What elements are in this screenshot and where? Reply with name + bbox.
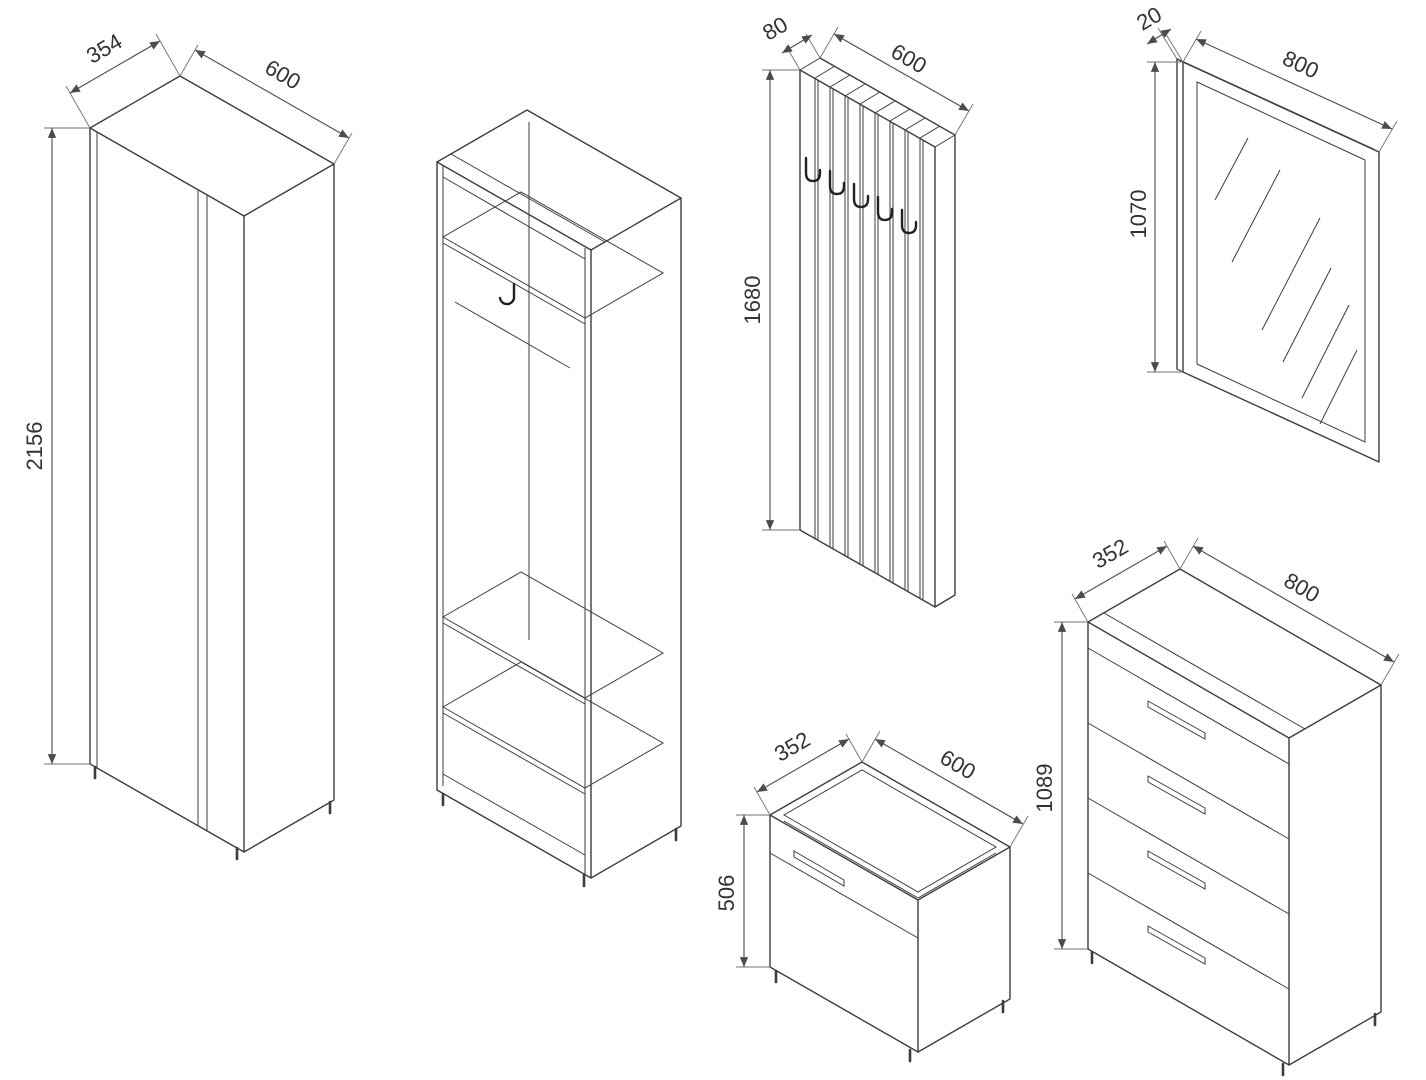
bench-height-dim-label: 506 (714, 875, 739, 912)
coat-hook-icon (900, 208, 918, 235)
bench-handle (793, 850, 845, 887)
cabinet-edges (89, 127, 335, 853)
slat-coat-panel-drawing: 80 600 1680 (740, 12, 974, 608)
bench-height-dimension: 506 (714, 814, 770, 968)
cabinet-height-dimension: 2156 (22, 127, 90, 765)
drawer-handle (1147, 775, 1206, 815)
mirror-height-dim-label: 1070 (1126, 190, 1151, 239)
chest-width-dimension: 800 (1179, 537, 1400, 686)
bench-feet (774, 969, 1005, 1063)
cabinet-feet (93, 765, 332, 861)
drawer-handle (1147, 850, 1206, 890)
panel-slat-lines (814, 78, 924, 600)
chest-depth-dim-label: 352 (1088, 534, 1132, 574)
chest-width-dim-label: 800 (1280, 568, 1324, 608)
drawer-handle (1147, 700, 1206, 740)
cabinet-door-gap-lines (197, 190, 208, 831)
mirror-width-dim-label: 800 (1279, 45, 1323, 83)
wardrobe-hanging-rail (454, 282, 571, 369)
wardrobe-edges (436, 122, 682, 879)
cabinet-body-outline (89, 75, 335, 853)
bench-drawing: 352 600 506 (714, 727, 1029, 1063)
cabinet-height-dim-label: 2156 (22, 422, 47, 471)
panel-depth-dimension: 80 (758, 12, 821, 71)
coat-hook-icon (804, 156, 822, 183)
bench-width-dimension: 600 (861, 730, 1029, 848)
wardrobe-shelf-lower (441, 661, 665, 795)
open-wardrobe-drawing (436, 109, 682, 888)
panel-depth-dim-label: 80 (758, 12, 792, 46)
bench-depth-dim-label: 352 (770, 727, 814, 767)
mirror-width-dimension: 800 (1182, 30, 1398, 153)
cabinet-depth-dim-label: 354 (82, 29, 126, 69)
panel-width-dimension: 600 (819, 26, 974, 136)
chest-drawer-handles (1147, 700, 1206, 965)
wardrobe-feet (441, 792, 678, 888)
bench-body-outline (769, 761, 1011, 1053)
coat-hook-icon (876, 195, 894, 222)
wardrobe-base-edge (442, 773, 586, 856)
mirror-depth-dimension: 20 (1132, 2, 1184, 63)
panel-width-dim-label: 600 (887, 39, 931, 79)
drawer-chest-drawing: 1089 352 800 (1032, 534, 1400, 1077)
chest-edges (1087, 612, 1382, 1066)
coat-hook-icon (828, 169, 846, 196)
cabinet-width-dimension: 600 (179, 44, 353, 165)
chest-drawer-lines (1087, 647, 1290, 990)
mirror-glass-inner-frame (1196, 81, 1366, 443)
mirror-frame-outline (1182, 61, 1380, 463)
hanger-hook-icon (498, 282, 516, 306)
panel-height-dimension: 1680 (740, 69, 800, 531)
mirror-glass-reflection-lines (1214, 137, 1358, 425)
chest-feet (1090, 950, 1377, 1077)
cabinet-width-dim-label: 600 (261, 55, 305, 95)
mirror-drawing: 20 800 1070 (1126, 2, 1398, 463)
mirror-depth-dim-label: 20 (1132, 2, 1166, 36)
panel-coat-hooks (804, 156, 918, 235)
drawer-handle (1147, 925, 1206, 965)
chest-height-dim-label: 1089 (1032, 764, 1057, 813)
tall-cabinet-drawing: 354 600 2156 (22, 29, 353, 861)
wardrobe-shelf-upper (441, 571, 665, 705)
panel-height-dim-label: 1680 (740, 276, 765, 325)
coat-hook-icon (852, 182, 870, 209)
chest-body-outline (1087, 568, 1382, 1066)
bench-edges (769, 814, 1011, 1053)
mirror-frame-depth-edges (1176, 58, 1380, 373)
wardrobe-body-outline (436, 109, 682, 879)
chest-height-dimension: 1089 (1032, 621, 1088, 950)
mirror-height-dimension: 1070 (1126, 61, 1183, 373)
cabinet-depth-dimension: 354 (65, 29, 181, 129)
bench-width-dim-label: 600 (936, 745, 980, 785)
